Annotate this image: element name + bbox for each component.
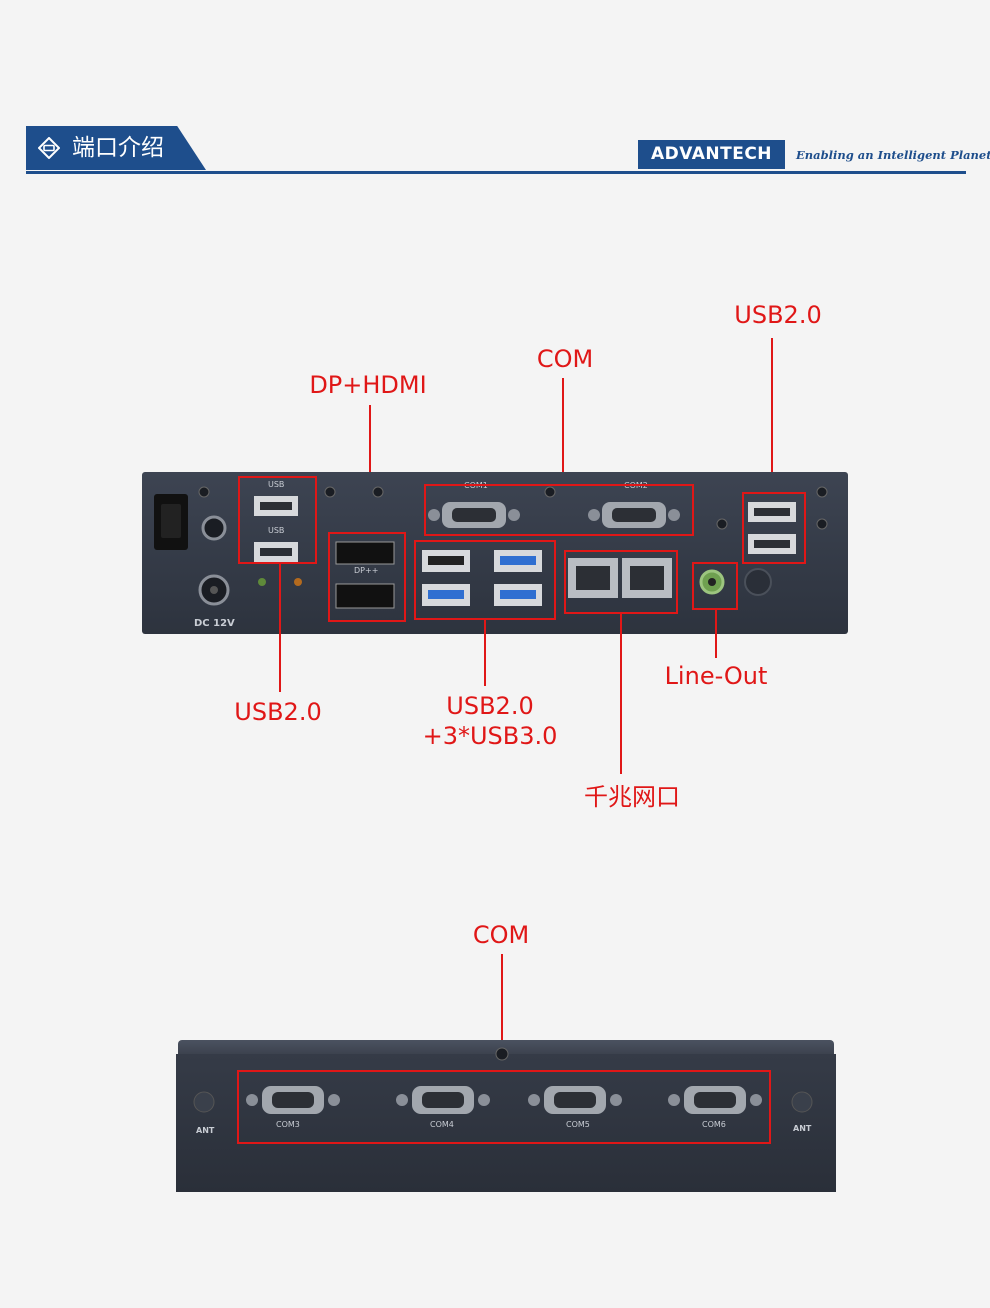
- leader-lan: [620, 614, 622, 774]
- silk-dp: DP++: [354, 566, 379, 575]
- highlight-usb-mix: [414, 540, 556, 620]
- silk-ant-right: ANT: [793, 1124, 812, 1133]
- callout-usb-right: USB2.0: [734, 301, 822, 329]
- highlight-com: [424, 484, 694, 536]
- brand-slogan: Enabling an Intelligent Planet: [796, 148, 990, 162]
- highlight-usb-right: [742, 492, 806, 564]
- callout-com: COM: [536, 345, 594, 373]
- section-tab: [26, 126, 206, 170]
- port-icon: [38, 137, 60, 159]
- highlight-lan: [564, 550, 678, 614]
- callout-front-com: COM: [472, 921, 530, 949]
- silk-com4: COM4: [430, 1120, 454, 1129]
- callout-line-out: Line-Out: [664, 662, 768, 690]
- highlight-dp-hdmi: [328, 532, 406, 622]
- leader-usb-right: [771, 338, 773, 492]
- silk-usb-bottom: USB: [268, 526, 285, 535]
- callout-usb-mix-1: USB2.0: [446, 692, 534, 720]
- leader-com: [562, 378, 564, 484]
- silk-com6: COM6: [702, 1120, 726, 1129]
- callout-usb-mix-2: +3*USB3.0: [422, 722, 558, 750]
- brand-logo: ADVANTECH: [638, 140, 785, 169]
- front-panel-top: [178, 1040, 834, 1056]
- front-panel-image: [176, 1054, 836, 1192]
- highlight-usb-left: [238, 476, 317, 564]
- leader-front-com: [501, 954, 503, 1072]
- leader-usb-mix: [484, 620, 486, 686]
- section-title: 端口介绍: [72, 135, 164, 161]
- silk-usb-top: USB: [268, 480, 285, 489]
- silk-ant-left: ANT: [196, 1126, 215, 1135]
- callout-usb-left: USB2.0: [234, 698, 322, 726]
- silk-com5: COM5: [566, 1120, 590, 1129]
- front-panel-drawing: [193, 1047, 813, 1114]
- rear-panel-drawing: [154, 486, 828, 609]
- leader-line-out: [715, 610, 717, 658]
- highlight-front-com: [237, 1070, 771, 1144]
- leader-usb-left: [279, 564, 281, 692]
- callout-lan: 千兆网口: [584, 783, 680, 811]
- silk-com3: COM3: [276, 1120, 300, 1129]
- highlight-line-out: [692, 562, 738, 610]
- leader-dp-hdmi: [369, 405, 371, 533]
- callout-dp-hdmi: DP+HDMI: [309, 371, 427, 399]
- header-divider: [26, 171, 966, 174]
- silk-dc-12v: DC 12V: [194, 618, 235, 629]
